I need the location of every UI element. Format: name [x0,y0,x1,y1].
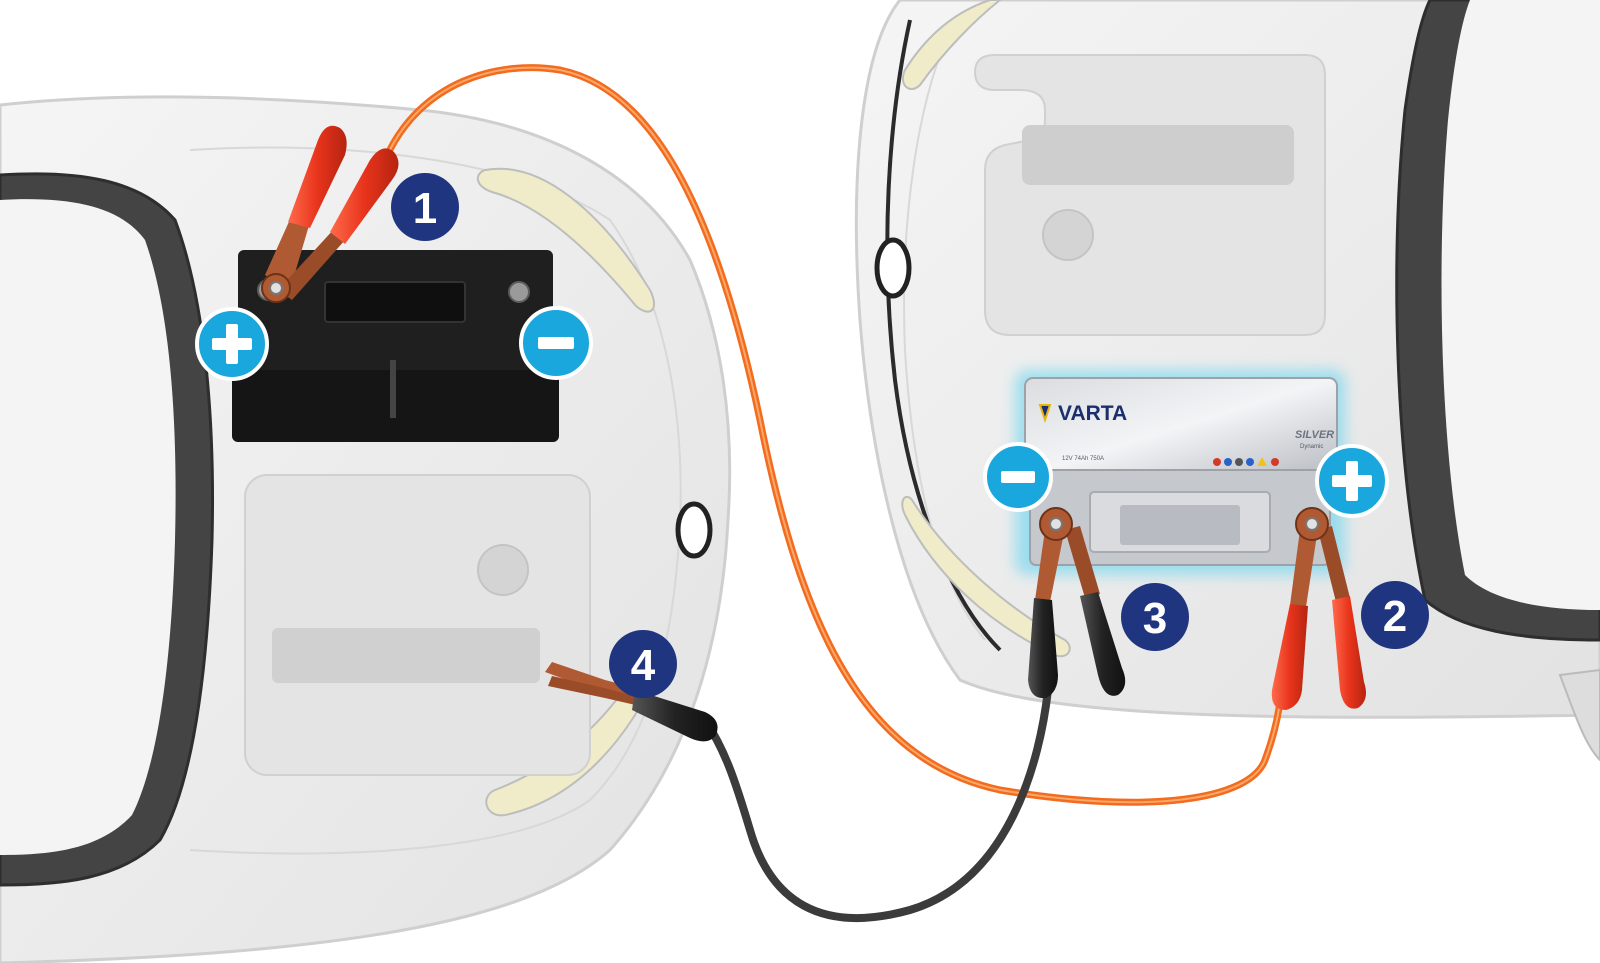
step-badge-2: 2 [1361,581,1429,649]
left-battery [232,250,559,442]
right-battery: VARTA SILVER Dynamic 12V 74Ah 750A [1015,370,1345,575]
plus-icon [195,307,269,381]
plus-icon [1315,444,1389,518]
left-car-reservoir-panel [244,474,591,776]
varta-logo-icon [1038,404,1052,424]
step-number-1: 1 [413,184,437,233]
left-car-headlight-top [476,167,655,313]
negative-cable [701,686,1052,922]
left-car-vent [272,628,540,683]
step-badge-3: 3 [1121,583,1189,651]
right-car-cap [1042,209,1094,261]
right-car-glass [1441,0,1600,610]
clamp-1-positive [261,125,399,303]
right-car-headlight-top [901,0,1002,90]
battery-spec: 12V 74Ah 750A [1062,456,1104,462]
right-car-vent [1022,125,1294,185]
minus-icon [519,306,593,380]
right-car: VARTA SILVER Dynamic 12V 74Ah 750A [854,0,1600,762]
left-car-glass [0,199,176,855]
left-car [0,95,732,963]
step-number-2: 2 [1383,592,1407,641]
clamp-2-positive [1271,507,1366,710]
step-number-4: 4 [631,641,656,690]
step-badge-4: 4 [609,630,677,698]
battery-brand: VARTA [1058,402,1127,425]
clamp-3-negative [1028,507,1126,699]
step-badge-1: 1 [391,173,459,241]
right-car-mirror [874,237,912,299]
battery-warning-icons [1213,457,1279,466]
left-car-mirror [675,501,713,559]
clamp-4-negative [545,662,718,742]
battery-sub-line: Dynamic [1300,444,1323,450]
battery-line: SILVER [1295,429,1334,441]
step-number-3: 3 [1143,594,1167,643]
left-car-cap [477,544,529,596]
minus-icon [983,442,1053,512]
